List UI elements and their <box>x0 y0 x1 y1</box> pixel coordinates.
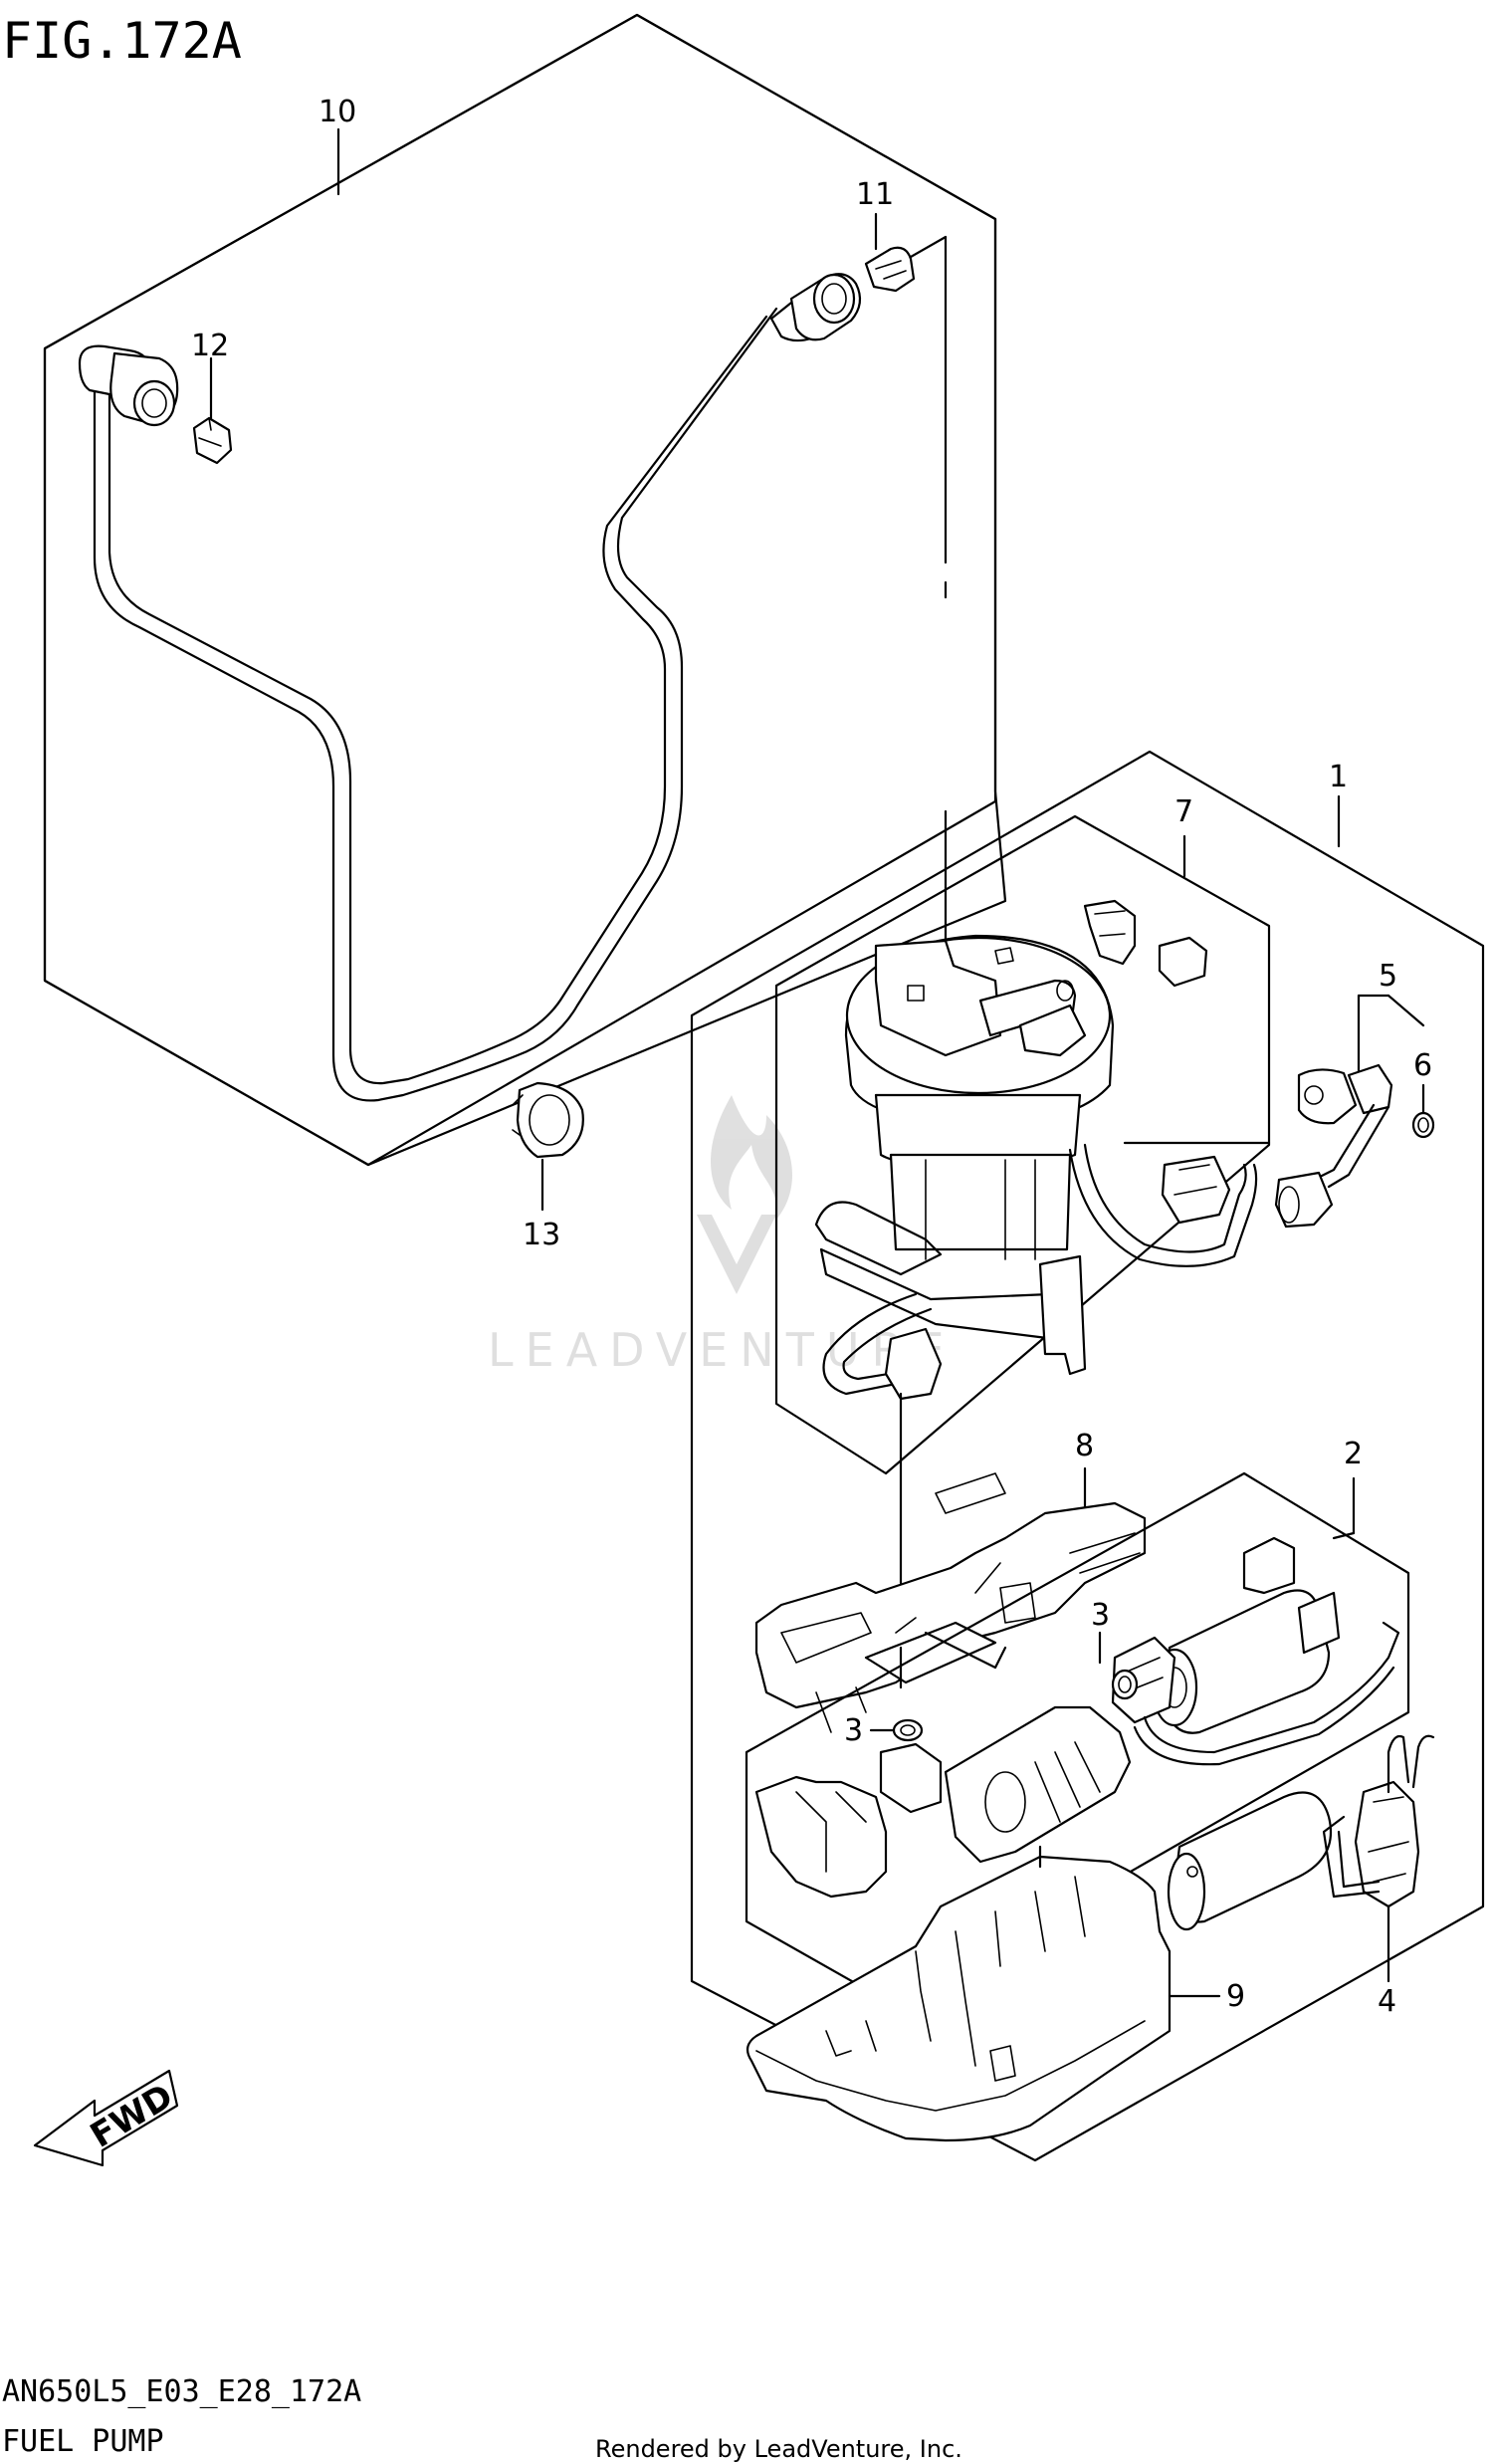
clamp-13 <box>512 1081 584 1159</box>
callout-13: 13 <box>523 1218 560 1252</box>
fuel-pump-2-group <box>745 1471 1410 2008</box>
callout-7: 7 <box>1174 794 1193 829</box>
render-credit: Rendered by LeadVenture, Inc. <box>595 2435 962 2463</box>
callout-12: 12 <box>191 329 229 363</box>
fwd-label: FWD <box>84 2077 180 2156</box>
callout-8: 8 <box>1075 1429 1094 1463</box>
callout-4: 4 <box>1378 1984 1396 2019</box>
fwd-arrow-icon: FWD <box>33 2069 180 2167</box>
figure-name: FUEL PUMP <box>2 2424 164 2459</box>
callout-5: 5 <box>1379 959 1397 994</box>
regulator-5-group <box>1274 994 1435 1229</box>
hose-right-connector <box>769 273 862 342</box>
hose-left-connector <box>78 344 179 427</box>
figure-code: AN650L5_E03_E28_172A <box>2 2374 361 2409</box>
callout-6: 6 <box>1413 1048 1432 1083</box>
figure-title: FIG.172A <box>2 12 242 70</box>
pump-holder-8-group <box>754 1466 1147 1733</box>
watermark-flame-icon <box>711 1095 793 1220</box>
pump-unit-7-group <box>774 814 1271 1475</box>
watermark: LEADVENTURE <box>488 1095 957 1377</box>
clip-12 <box>192 416 233 465</box>
callout-3-left: 3 <box>844 1713 863 1748</box>
fuel-pump-assembly-group <box>690 750 1485 2162</box>
callout-11: 11 <box>856 177 894 212</box>
callout-2: 2 <box>1344 1437 1363 1471</box>
watermark-text: LEADVENTURE <box>488 1323 957 1377</box>
callout-3-right: 3 <box>1091 1598 1110 1633</box>
callout-1: 1 <box>1329 760 1348 794</box>
fuel-sender-4-group <box>1167 1734 1435 1983</box>
hose-assembly-group <box>43 13 1007 1212</box>
callout-10: 10 <box>319 95 356 129</box>
clip-11 <box>864 246 916 293</box>
watermark-v-icon <box>697 1215 776 1294</box>
callout-9: 9 <box>1226 1979 1245 2014</box>
filter-case-9-group <box>746 1392 1221 2142</box>
